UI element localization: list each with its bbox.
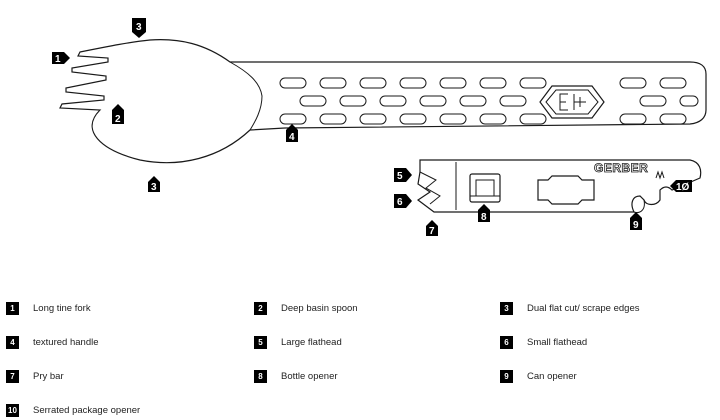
legend-badge: 9 [500, 369, 513, 383]
svg-text:9: 9 [633, 220, 639, 231]
bottle-opener-slot [469, 173, 501, 203]
legend: 1 Long tine fork 2 Deep basin spoon 3 Du… [0, 290, 720, 420]
legend-label: Small flathead [527, 336, 588, 348]
handle-texture [279, 77, 699, 125]
legend-item-9: 9 Can opener [500, 368, 577, 384]
svg-text:1: 1 [55, 54, 61, 65]
gerber-logo-icon [539, 85, 605, 119]
legend-label: Serrated package opener [33, 404, 141, 416]
marker-7: 7 [426, 220, 438, 237]
svg-text:3: 3 [151, 182, 157, 193]
legend-label: Large flathead [281, 336, 342, 348]
legend-item-10: 10 Serrated package opener [6, 402, 140, 418]
legend-item-8: 8 Bottle opener [254, 368, 338, 384]
svg-text:8: 8 [481, 212, 487, 223]
legend-badge: 4 [6, 335, 19, 349]
marker-6: 6 [394, 194, 412, 208]
legend-badge: 1 [6, 301, 19, 315]
legend-item-6: 6 Small flathead [500, 334, 587, 350]
legend-label: Bottle opener [281, 370, 338, 382]
legend-label: Deep basin spoon [281, 302, 358, 314]
svg-text:1Ø: 1Ø [676, 182, 690, 193]
legend-badge: 7 [6, 369, 19, 383]
marker-3-top: 3 [132, 18, 146, 38]
legend-item-1: 1 Long tine fork [6, 300, 91, 316]
legend-label: Can opener [527, 370, 577, 382]
marker-2: 2 [112, 104, 124, 125]
svg-text:2: 2 [115, 114, 121, 125]
brand-text: GERBER [594, 161, 648, 175]
marker-4: 4 [286, 124, 298, 143]
legend-item-2: 2 Deep basin spoon [254, 300, 358, 316]
marker-10: 1Ø [670, 180, 692, 193]
legend-badge: 6 [500, 335, 513, 349]
svg-text:6: 6 [397, 197, 403, 208]
marker-9: 9 [630, 212, 642, 231]
legend-item-7: 7 Pry bar [6, 368, 64, 384]
marker-8: 8 [478, 204, 490, 223]
legend-label: Dual flat cut/ scrape edges [527, 302, 640, 314]
legend-badge: 10 [6, 403, 19, 417]
legend-badge: 3 [500, 301, 513, 315]
legend-item-3: 3 Dual flat cut/ scrape edges [500, 300, 639, 316]
multi-tool: GERBER [416, 159, 702, 213]
legend-item-5: 5 Large flathead [254, 334, 342, 350]
svg-text:3: 3 [136, 22, 142, 33]
marker-3-bottom: 3 [148, 176, 160, 193]
svg-text:4: 4 [289, 132, 295, 143]
marker-1: 1 [52, 52, 70, 65]
legend-label: textured handle [33, 336, 99, 348]
legend-item-4: 4 textured handle [6, 334, 99, 350]
legend-label: Long tine fork [33, 302, 91, 314]
svg-text:5: 5 [397, 171, 403, 182]
legend-label: Pry bar [33, 370, 64, 382]
legend-badge: 5 [254, 335, 267, 349]
marker-5: 5 [394, 168, 412, 182]
spork-diagram: GERBER 1 2 3 3 4 5 6 7 8 9 1Ø [52, 18, 707, 237]
svg-text:7: 7 [429, 226, 435, 237]
spork-tool [59, 39, 707, 164]
package-opener-slot [537, 175, 595, 205]
legend-badge: 8 [254, 369, 267, 383]
legend-badge: 2 [254, 301, 267, 315]
